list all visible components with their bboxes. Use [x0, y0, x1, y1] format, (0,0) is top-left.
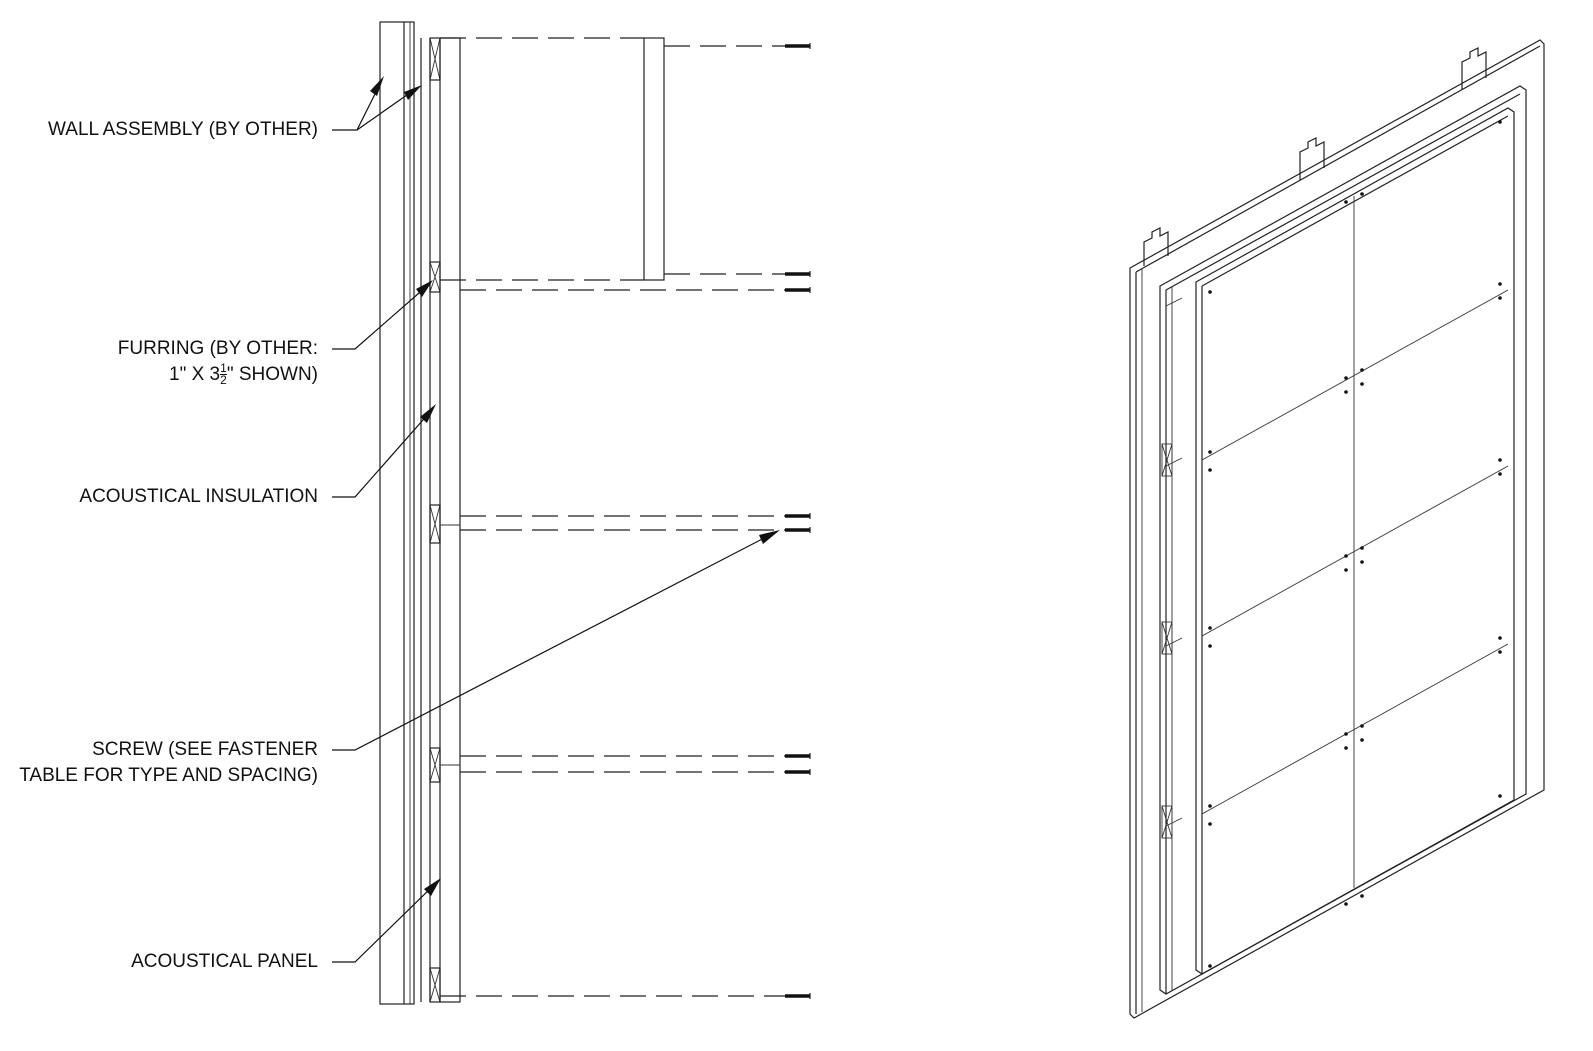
furring-box-iso — [1161, 443, 1173, 477]
screw-icon — [785, 287, 811, 293]
projection-lines — [440, 37, 785, 997]
screw-icon — [785, 43, 811, 49]
furring-box — [429, 967, 441, 1003]
screw-icon — [785, 769, 811, 775]
leader-wall-assembly — [332, 76, 422, 131]
label-furring-line1: FURRING (BY OTHER: — [117, 338, 318, 359]
furring-box — [429, 504, 441, 544]
label-screw-line1: SCREW (SEE FASTENER — [92, 739, 318, 760]
leader-acoustical-insulation — [332, 404, 436, 498]
screws — [785, 43, 811, 999]
stud-top-right — [1461, 47, 1487, 90]
furring-box-iso — [1161, 805, 1173, 839]
furring-box — [429, 261, 441, 293]
leader-acoustical-panel — [332, 878, 441, 963]
label-screw: SCREW (SEE FASTENER TABLE FOR TYPE AND S… — [19, 737, 318, 789]
screw-icon — [785, 527, 811, 533]
furring-box — [429, 747, 441, 783]
exploded-panel-section — [643, 37, 665, 281]
acoustical-panel-section — [439, 37, 461, 1003]
label-acoustical-panel: ACOUSTICAL PANEL — [131, 951, 318, 972]
screw-icon — [785, 993, 811, 999]
label-screw-line2: TABLE FOR TYPE AND SPACING) — [19, 765, 318, 786]
panel-screw-dots — [1208, 120, 1502, 968]
leader-screw — [332, 530, 780, 751]
leader-furring — [332, 280, 433, 350]
screw-icon — [785, 271, 811, 277]
label-acoustical-insulation: ACOUSTICAL INSULATION — [79, 486, 318, 507]
furring-box — [429, 37, 441, 81]
isometric-wall-assembly — [1129, 39, 1545, 1019]
wall-assembly-section — [379, 21, 415, 1005]
stud-top-middle — [1299, 137, 1325, 180]
label-wall-assembly: WALL ASSEMBLY (BY OTHER) — [48, 119, 318, 140]
screw-icon — [785, 753, 811, 759]
furring-box-iso — [1161, 621, 1173, 655]
screw-icon — [785, 513, 811, 519]
furring-strips-section — [420, 37, 441, 1003]
stud-top-left — [1143, 227, 1169, 266]
